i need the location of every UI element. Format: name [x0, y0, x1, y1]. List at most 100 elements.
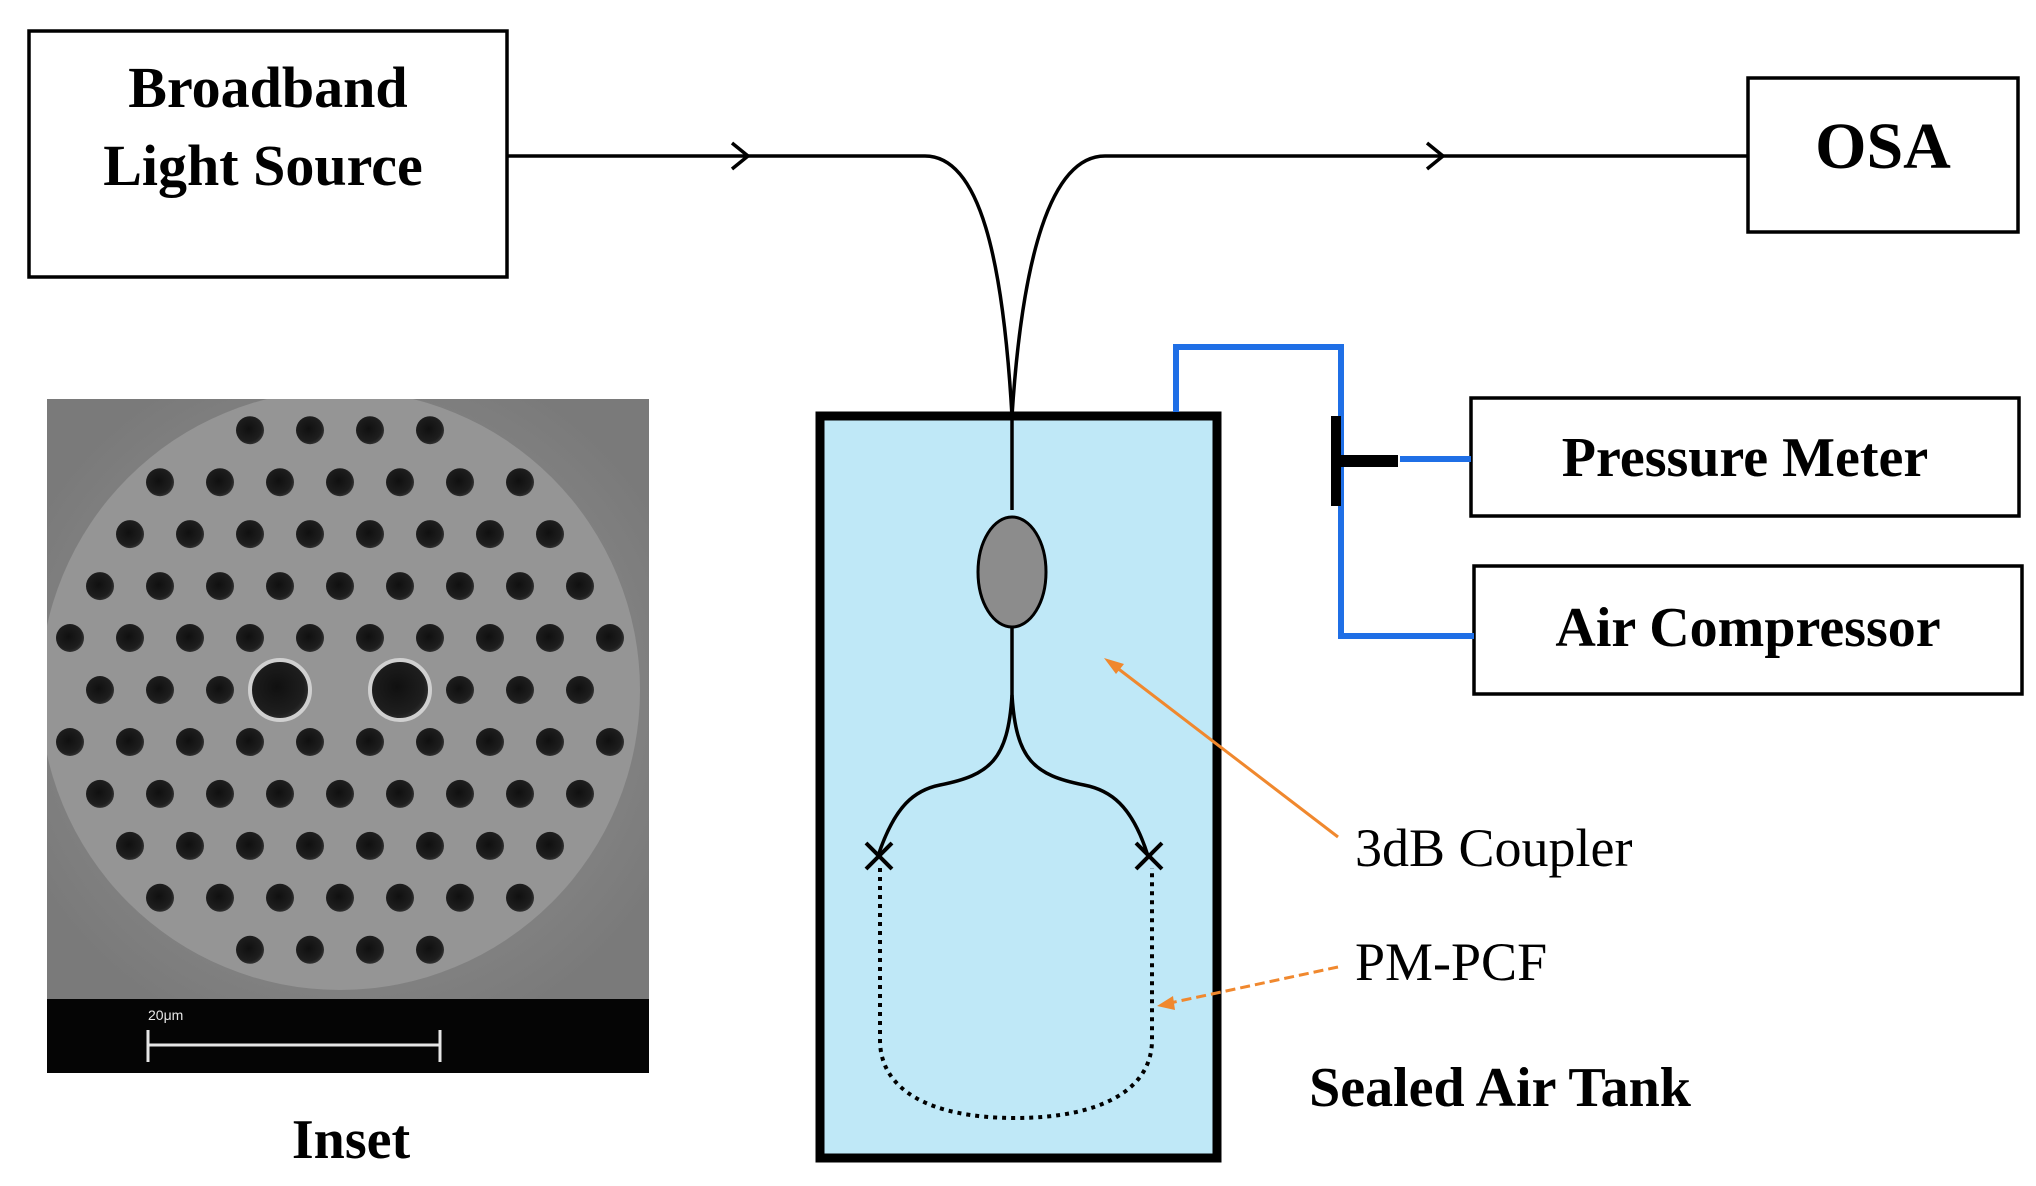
air-hole [446, 468, 474, 497]
air-hole [326, 883, 354, 912]
air-hole [296, 935, 324, 964]
pressure-valve [1331, 416, 1398, 506]
air-hole [386, 883, 414, 912]
air-hole [326, 468, 354, 497]
splice-mark-right [1134, 841, 1164, 871]
scale-bar-label: 20μm [148, 1007, 183, 1023]
air-hole [566, 779, 594, 808]
air-hole [116, 728, 144, 756]
air-hole [446, 779, 474, 808]
air-hole [56, 728, 84, 756]
air-hole [356, 935, 384, 964]
air-hole [506, 468, 534, 497]
large-air-hole [248, 658, 312, 722]
air-hole [416, 416, 444, 445]
air-hole [86, 572, 114, 601]
air-hole [146, 883, 174, 912]
coupler-pointer-arrow [1104, 658, 1339, 839]
air-hole [206, 468, 234, 497]
air-hole [476, 520, 504, 549]
air-hole [416, 728, 444, 756]
air-hole [206, 883, 234, 912]
air-hole [536, 728, 564, 756]
air-hole [476, 728, 504, 756]
pressure-meter-box: Pressure Meter [1469, 396, 2021, 518]
sem-scale-strip [47, 999, 649, 1073]
air-hole [326, 779, 354, 808]
air-hole [266, 883, 294, 912]
sealed-air-tank-label: Sealed Air Tank [1309, 1057, 1692, 1119]
air-hole [236, 831, 264, 860]
air-hole [566, 676, 594, 704]
air-hole [176, 520, 204, 549]
air-hole [116, 831, 144, 860]
air-hole [536, 831, 564, 860]
air-hole [146, 572, 174, 601]
air-hole [416, 831, 444, 860]
air-hole [236, 935, 264, 964]
osa-label: OSA [1815, 110, 1951, 183]
inset-label: Inset [292, 1109, 411, 1171]
light-source-box: Broadband Light Source [27, 29, 509, 279]
air-hole [236, 728, 264, 756]
light-source-label-line1: Broadband [128, 55, 407, 120]
air-hole [356, 728, 384, 756]
air-hole [476, 624, 504, 652]
pm-pcf-loop [878, 868, 1154, 1121]
air-hole [236, 624, 264, 652]
pressure-meter-label: Pressure Meter [1562, 427, 1928, 489]
air-hole [236, 520, 264, 549]
air-hole [296, 416, 324, 445]
scale-bar [146, 1030, 442, 1062]
air-hole [386, 779, 414, 808]
air-hole [206, 572, 234, 601]
large-air-hole [368, 658, 432, 722]
air-hole [146, 779, 174, 808]
air-hole [356, 416, 384, 445]
air-hole [386, 468, 414, 497]
air-line [1173, 344, 1474, 639]
air-hole [56, 624, 84, 652]
air-hole [266, 779, 294, 808]
air-hole [566, 572, 594, 601]
air-hole [176, 831, 204, 860]
air-hole [236, 416, 264, 445]
air-hole [596, 624, 624, 652]
air-hole [116, 624, 144, 652]
air-hole [116, 520, 144, 549]
sealed-air-tank [815, 411, 1222, 1163]
splice-mark-left [864, 841, 894, 871]
air-hole [86, 779, 114, 808]
air-hole [536, 520, 564, 549]
direction-arrow-out [1425, 141, 1446, 171]
air-hole [506, 883, 534, 912]
coupler-label: 3dB Coupler [1355, 818, 1633, 878]
air-hole [506, 676, 534, 704]
osa-box: OSA [1746, 76, 2020, 234]
direction-arrow-in [730, 141, 751, 171]
air-hole [296, 831, 324, 860]
air-hole [416, 520, 444, 549]
air-hole [176, 624, 204, 652]
air-hole [86, 676, 114, 704]
pcf-label: PM-PCF [1355, 932, 1547, 992]
air-hole [356, 624, 384, 652]
fiber-lines [507, 154, 1748, 857]
air-hole [146, 468, 174, 497]
air-hole [596, 728, 624, 756]
air-hole [326, 572, 354, 601]
air-hole [416, 935, 444, 964]
air-hole-lattice [47, 399, 640, 990]
pcf-pointer-arrow [1157, 965, 1339, 1010]
air-compressor-label: Air Compressor [1555, 597, 1940, 659]
light-source-label-line2: Light Source [103, 133, 423, 198]
air-hole [296, 520, 324, 549]
air-hole [506, 572, 534, 601]
air-hole [476, 831, 504, 860]
air-hole [266, 468, 294, 497]
air-compressor-box: Air Compressor [1472, 564, 2024, 696]
air-hole [266, 572, 294, 601]
air-hole [296, 728, 324, 756]
air-hole [356, 831, 384, 860]
